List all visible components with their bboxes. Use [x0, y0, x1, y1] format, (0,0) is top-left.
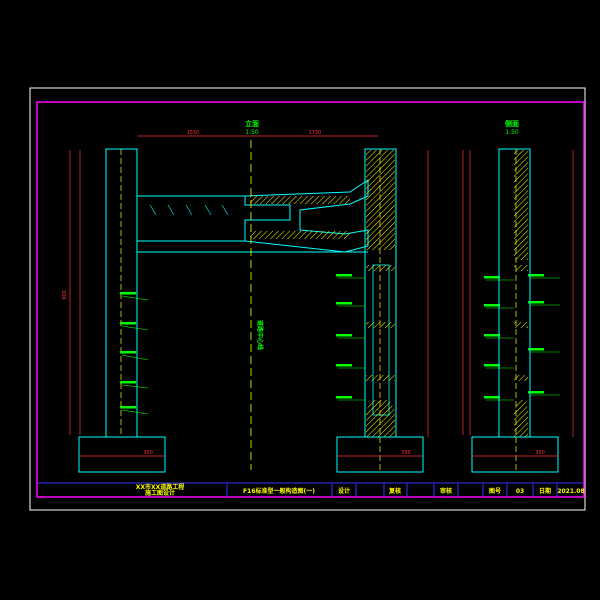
leader-label-mark: [336, 334, 352, 337]
centerline-label: 道路中心线: [256, 320, 264, 350]
leader-label-mark: [120, 292, 136, 295]
leader-label-mark: [120, 381, 136, 384]
leader-label-mark: [336, 302, 352, 305]
side-column-hatch: [514, 150, 528, 260]
outer-frame: [29, 87, 586, 511]
front-view: 立面 1:50 1550 1750 900 道路中心线: [62, 119, 429, 473]
dim-base-side: 350: [535, 450, 545, 456]
leader-label-mark: [528, 348, 544, 351]
leader-line: [121, 295, 149, 301]
tb-design-label: 设计: [338, 487, 350, 495]
rc-hatch-band-1: [366, 265, 395, 271]
left-foundation: [78, 436, 166, 473]
right-column-core: [372, 264, 390, 416]
leader-line: [121, 409, 149, 415]
rc-hatch-bottom: [366, 400, 395, 437]
tb-drawing-title: F16标准型一般构造图(一): [243, 487, 315, 495]
leader-labels: [120, 204, 560, 415]
tb-drawing-no-label: 图号: [489, 487, 501, 495]
leader-label-mark: [528, 274, 544, 277]
tb-date: 2021.08: [557, 488, 584, 495]
leader-label-mark: [484, 334, 500, 337]
leader-line: [121, 354, 149, 361]
side-hatch-band-3: [514, 375, 528, 381]
beam-left: [136, 195, 291, 242]
leader-label-mark: [120, 406, 136, 409]
tb-review-label: 复核: [388, 487, 401, 495]
right-column-hatch-top: [366, 150, 395, 250]
dim-base-right: 350: [401, 450, 411, 456]
dim-base-left: 350: [143, 450, 153, 456]
side-hatch-bottom: [514, 400, 528, 437]
tb-date-label: 日期: [539, 487, 551, 495]
leader-label-mark: [484, 396, 500, 399]
leader-label-mark: [336, 274, 352, 277]
side-view: 侧面 1:50 350: [462, 119, 574, 473]
dim-height: 900: [62, 290, 68, 300]
tb-subproject: 施工图设计: [145, 489, 175, 497]
leader-line: [121, 325, 149, 331]
leader-line: [121, 384, 149, 389]
leader-label-mark: [528, 391, 544, 394]
leader-label-mark: [120, 322, 136, 325]
beam-hatch-1: [250, 196, 350, 204]
side-view-scale: 1:50: [505, 129, 519, 136]
title-block: XX市XX道路工程 施工图设计 F16标准型一般构造图(一) 设计 复核 审核 …: [37, 482, 585, 497]
leader-label-mark: [528, 301, 544, 304]
rc-hatch-band-2: [366, 322, 395, 328]
beam-stiffener: [221, 204, 229, 216]
beam-hatch-2: [250, 231, 350, 239]
tb-drawing-no: 03: [516, 488, 524, 495]
rc-hatch-band-3: [366, 375, 395, 381]
beam-stiffener: [185, 204, 193, 216]
leader-label-mark: [120, 351, 136, 354]
beam-stiffener: [204, 204, 212, 216]
right-foundation: [336, 436, 424, 473]
beam-stiffener: [149, 204, 157, 216]
leader-label-mark: [484, 276, 500, 279]
leader-label-mark: [484, 304, 500, 307]
side-hatch-band-2: [514, 322, 528, 328]
front-view-title: 立面: [245, 119, 259, 128]
tb-project: XX市XX道路工程: [136, 483, 185, 491]
dim-top-left: 1550: [187, 130, 200, 136]
side-view-title: 侧面: [505, 119, 519, 128]
leader-label-mark: [336, 364, 352, 367]
drawing-border: [36, 101, 585, 498]
leader-label-mark: [336, 396, 352, 399]
front-view-scale: 1:50: [245, 129, 259, 136]
side-foundation: [471, 436, 559, 473]
dim-top-right: 1750: [309, 130, 322, 136]
leader-label-mark: [484, 364, 500, 367]
beam-right: [244, 179, 369, 253]
side-hatch-band-1: [514, 265, 528, 271]
beam-stiffener: [167, 204, 175, 216]
tb-approve-label: 审核: [440, 487, 452, 495]
